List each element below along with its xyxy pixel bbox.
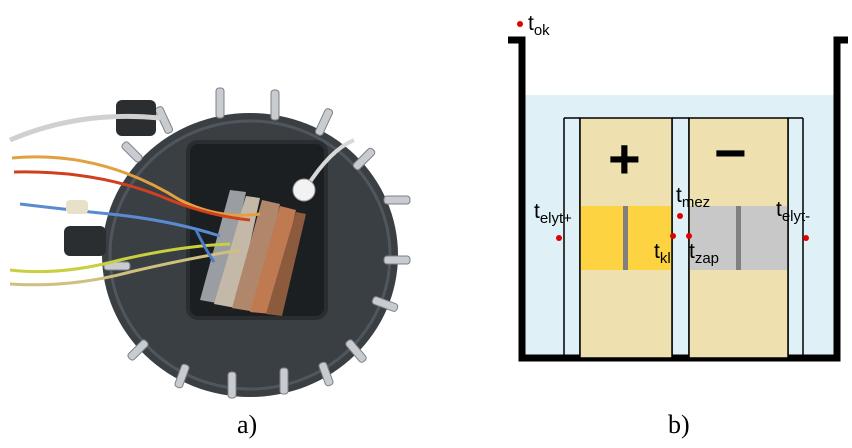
label-t-zap: tzap [689,240,719,267]
label-t-kl: tkl [654,240,671,267]
sensor-dot-t-ok [517,21,523,27]
vessel-outline [508,36,848,362]
cell-schematic: + − tok tmez telyt+ tkl tzap telyt- [508,12,848,362]
label-t-elyt-plus: telyt+ [534,200,572,227]
wire-bundle [9,113,261,287]
sensor-dot-t-kl [670,233,676,239]
caption-b: b) [668,410,690,439]
flange-bolts [103,87,411,399]
positive-grid-bar [623,206,628,270]
wire-connector [66,200,88,214]
flange-rim-highlight [108,119,392,391]
label-t-elyt-minus: telyt- [776,198,810,225]
sensor-points [517,21,809,241]
cell-lid-photo [9,87,411,399]
sensor-dot-t-elyt-minus [803,235,809,241]
label-t-ok: tok [528,12,550,39]
caption-a: a) [237,410,258,439]
label-t-mez: tmez [676,184,710,211]
negative-sign: − [714,121,747,184]
sensor-dot-t-mez [677,213,683,219]
sensor-dot-t-zap [686,233,692,239]
sensor-cap [292,178,316,202]
sensor-dot-t-elyt-plus [556,235,562,241]
positive-sign: + [608,127,641,190]
cable-gland-left [64,226,106,256]
negative-grid-bar [736,206,741,270]
